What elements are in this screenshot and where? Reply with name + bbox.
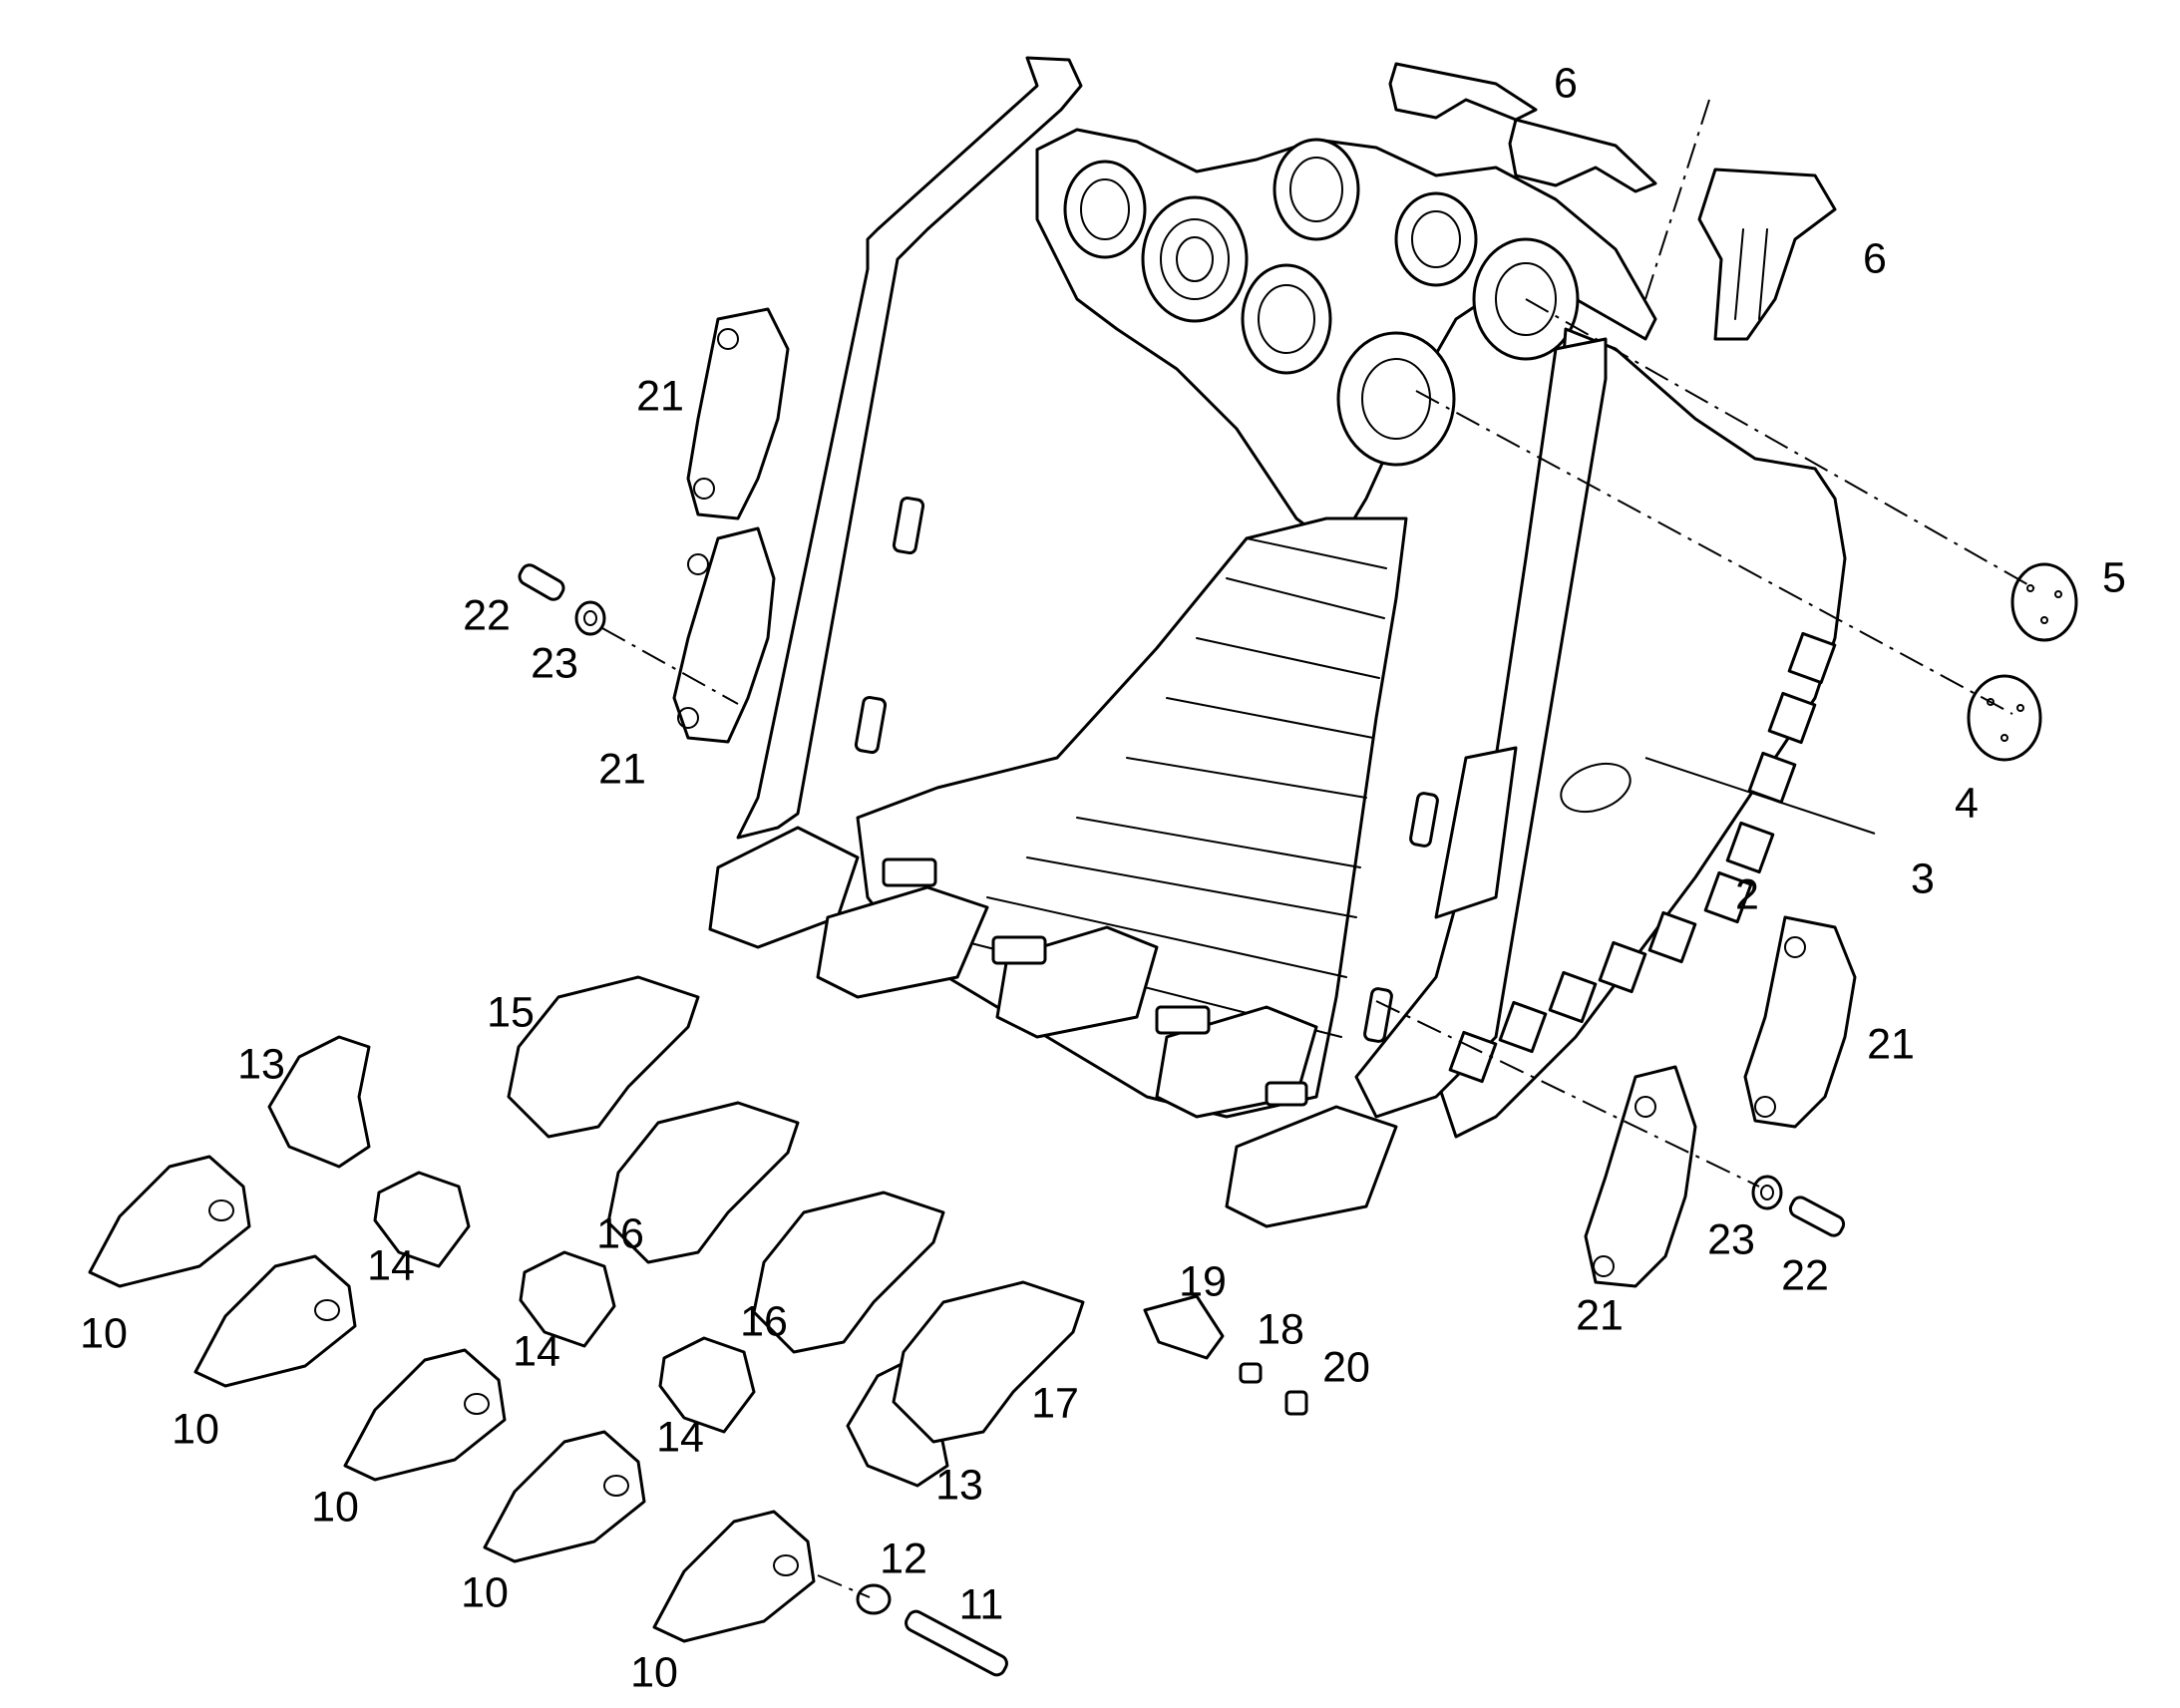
callout-20: 20: [1322, 1343, 1370, 1391]
callout-21a: 21: [636, 372, 684, 420]
tooth-10-b: [193, 1254, 357, 1388]
callout-10a: 10: [80, 1309, 128, 1357]
side-protector-right-lower: [1584, 1065, 1697, 1288]
shroud-16-b: [752, 1191, 945, 1354]
bucket-body: [708, 56, 1847, 1228]
callout-10c: 10: [311, 1483, 359, 1531]
lock-19: [1143, 1294, 1225, 1360]
callout-14b: 14: [513, 1327, 560, 1375]
callout-22b: 22: [1781, 1251, 1829, 1299]
top-wear-plate-b: [1508, 118, 1657, 193]
callout-10b: 10: [172, 1405, 219, 1453]
top-wear-plate-c: [1697, 168, 1837, 341]
top-wear-plate-a: [1388, 62, 1538, 122]
callout-21c: 21: [1867, 1020, 1915, 1068]
callout-18: 18: [1257, 1305, 1304, 1353]
callout-10d: 10: [461, 1568, 509, 1616]
retainer-12: [856, 1583, 892, 1615]
callout-22a: 22: [463, 591, 511, 639]
cap-4: [1967, 674, 2042, 762]
callout-16a: 16: [596, 1209, 644, 1257]
pin-11: [905, 1609, 1008, 1677]
callout-13b: 13: [935, 1461, 983, 1509]
callout-14c: 14: [656, 1413, 704, 1461]
cover-14-c: [658, 1336, 756, 1434]
tooth-10-e: [652, 1510, 816, 1643]
adapter-13-a: [267, 1035, 371, 1169]
callout-13a: 13: [237, 1040, 285, 1088]
shroud-17: [892, 1280, 1085, 1444]
callout-5: 5: [2102, 553, 2126, 601]
callout-12: 12: [880, 1535, 927, 1582]
shroud-16-a: [606, 1101, 800, 1264]
callout-17: 17: [1031, 1379, 1079, 1427]
callout-2: 2: [1735, 870, 1759, 918]
tooth-10-c: [343, 1348, 507, 1482]
callout-15: 15: [487, 988, 535, 1036]
callout-23b: 23: [1707, 1215, 1755, 1263]
pin-22-right: [1788, 1196, 1846, 1237]
callout-6a: 6: [1554, 59, 1578, 107]
bolt-18: [1239, 1362, 1263, 1384]
shroud-15: [507, 975, 700, 1139]
callout-23a: 23: [531, 639, 578, 687]
side-protector-mid-left: [672, 526, 776, 744]
callout-labels: 6 6 21 22 23 21 5 4 3 2 15 13 16 14 10 1…: [80, 59, 2126, 1696]
callout-3: 3: [1911, 854, 1935, 902]
callout-4: 4: [1955, 779, 1979, 827]
callout-21b: 21: [598, 745, 646, 793]
callout-6b: 6: [1863, 234, 1887, 282]
callout-14a: 14: [367, 1241, 415, 1289]
alignment-leaders: [601, 298, 2035, 1598]
tooth-10-d: [483, 1430, 646, 1563]
tooth-10-a: [88, 1155, 251, 1288]
callout-16b: 16: [740, 1297, 788, 1345]
callout-19: 19: [1179, 1257, 1227, 1305]
bolt-20: [1284, 1390, 1308, 1416]
side-protector-right-upper: [1743, 915, 1857, 1129]
washer-23-left: [574, 600, 606, 636]
washer-23-right: [1751, 1175, 1783, 1210]
callout-10e: 10: [630, 1648, 678, 1696]
cover-14-a: [373, 1171, 471, 1268]
side-protector-upper-left: [686, 307, 790, 520]
callout-21d: 21: [1576, 1291, 1624, 1339]
pin-22-left: [518, 563, 565, 601]
cover-14-b: [519, 1250, 616, 1348]
callout-11: 11: [959, 1580, 1004, 1628]
cap-5: [2010, 562, 2078, 642]
